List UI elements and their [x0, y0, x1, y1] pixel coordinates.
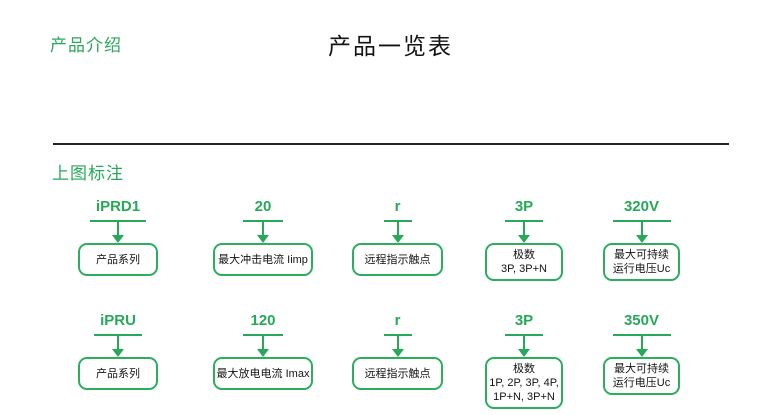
diagram-item-uc: 350V 最大可持续 运行电压Uc — [603, 312, 680, 395]
legend-heading: 上图标注 — [52, 164, 124, 183]
diagram-item-poles: 3P 极数 1P, 2P, 3P, 4P, 1P+N, 3P+N — [485, 312, 563, 409]
connector-stem — [396, 336, 399, 349]
arrow-down-icon — [257, 235, 269, 243]
connector-stem — [396, 222, 399, 235]
description-line: 最大可持续 — [614, 249, 669, 261]
connector-stem — [523, 336, 525, 349]
section-label: 产品介绍 — [50, 36, 122, 55]
connector-bar — [383, 220, 412, 222]
description-box: 极数 1P, 2P, 3P, 4P, 1P+N, 3P+N — [485, 357, 563, 409]
product-code-label: r — [394, 198, 401, 215]
description-line: 最大可持续 — [614, 363, 669, 375]
description-box: 产品系列 — [78, 357, 158, 390]
arrow-down-icon — [518, 349, 530, 357]
diagram-item-imax: 120 最大放电电流 Imax — [213, 312, 313, 390]
product-code-label: 120 — [250, 312, 276, 329]
description-line: 极数 — [513, 249, 535, 261]
description-box: 极数 3P, 3P+N — [485, 243, 563, 281]
description-box: 产品系列 — [78, 243, 158, 276]
description-box: 最大可持续 运行电压Uc — [603, 243, 680, 281]
arrow-down-icon — [257, 349, 269, 357]
description-box: 远程指示触点 — [352, 243, 443, 276]
connector-stem — [523, 222, 525, 235]
description-line: 产品系列 — [96, 367, 140, 380]
diagram-row-1: iPRD1 产品系列 20 最大冲击电流 Iimp r 远程指示触点 3P 极数… — [0, 198, 757, 281]
product-code-label: 20 — [254, 198, 272, 215]
description-box: 最大冲击电流 Iimp — [213, 243, 313, 276]
product-code-label: 350V — [623, 312, 660, 329]
arrow-down-icon — [112, 235, 124, 243]
connector-stem — [262, 222, 264, 235]
connector-bar — [505, 220, 543, 222]
product-code-label: iPRD1 — [95, 198, 141, 215]
description-line: 产品系列 — [96, 253, 140, 266]
arrow-down-icon — [391, 235, 404, 243]
connector-bar — [94, 334, 142, 336]
description-line: 极数 — [513, 363, 535, 375]
arrow-down-icon — [635, 235, 648, 243]
diagram-item-remote-r: r 远程指示触点 — [352, 198, 443, 276]
description-line: 最大冲击电流 Iimp — [218, 253, 308, 266]
description-box: 远程指示触点 — [352, 357, 443, 390]
description-line: 3P, 3P+N — [501, 263, 547, 275]
connector-bar — [505, 334, 543, 336]
arrow-down-icon — [391, 349, 404, 357]
product-code-label: iPRU — [100, 312, 136, 329]
description-line: 1P, 2P, 3P, 4P, — [489, 377, 559, 389]
page-title: 产品一览表 — [328, 33, 453, 59]
connector-bar — [90, 220, 146, 222]
connector-bar — [612, 220, 671, 222]
diagram-item-remote-r: r 远程指示触点 — [352, 312, 443, 390]
description-line: 远程指示触点 — [364, 253, 431, 266]
connector-stem — [640, 222, 643, 235]
connector-bar — [383, 334, 412, 336]
connector-stem — [117, 336, 119, 349]
product-code-label: 320V — [623, 198, 660, 215]
product-code-label: r — [394, 312, 401, 329]
diagram-item-ipru: iPRU 产品系列 — [78, 312, 158, 390]
connector-stem — [640, 336, 643, 349]
description-line: 最大放电电流 Imax — [216, 367, 310, 380]
diagram-row-2: iPRU 产品系列 120 最大放电电流 Imax r 远程指示触点 3P 极数… — [0, 312, 757, 409]
connector-bar — [612, 334, 671, 336]
diagram-item-poles: 3P 极数 3P, 3P+N — [485, 198, 563, 281]
connector-stem — [117, 222, 119, 235]
connector-stem — [262, 336, 264, 349]
description-line: 远程指示触点 — [364, 367, 431, 380]
arrow-down-icon — [518, 235, 530, 243]
description-line: 运行电压Uc — [612, 263, 671, 275]
description-line: 运行电压Uc — [612, 377, 671, 389]
divider — [53, 143, 729, 145]
diagram-item-uc: 320V 最大可持续 运行电压Uc — [603, 198, 680, 281]
diagram-item-iprd1: iPRD1 产品系列 — [78, 198, 158, 276]
description-box: 最大放电电流 Imax — [213, 357, 313, 390]
connector-bar — [243, 334, 283, 336]
description-box: 最大可持续 运行电压Uc — [603, 357, 680, 395]
arrow-down-icon — [112, 349, 124, 357]
connector-bar — [243, 220, 283, 222]
description-line: 1P+N, 3P+N — [493, 391, 555, 403]
product-code-label: 3P — [514, 198, 534, 215]
diagram-item-iimp: 20 最大冲击电流 Iimp — [213, 198, 313, 276]
arrow-down-icon — [635, 349, 648, 357]
product-code-label: 3P — [514, 312, 534, 329]
